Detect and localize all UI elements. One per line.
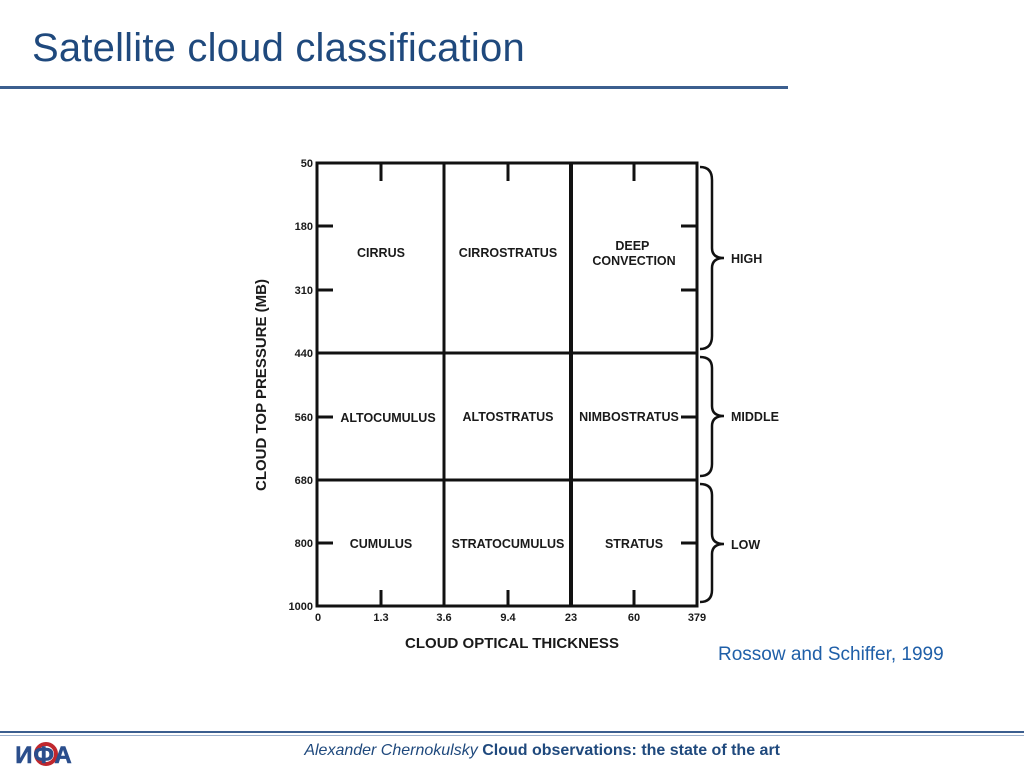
y-tick-label: 680 [295,475,313,487]
footer-rule [0,731,1024,733]
y-tick-label: 1000 [289,601,313,613]
slide-title: Satellite cloud classification [32,26,525,70]
footer-talk-title: Cloud observations: the state of the art [482,742,780,759]
y-tick-label: 560 [295,412,313,424]
brace-high [699,165,725,351]
footer-rule-thin [0,735,1024,736]
x-tick-label: 1.3 [373,612,388,624]
x-tick-label: 9.4 [500,612,516,624]
x-tick-label: 23 [565,612,577,624]
footer-author: Alexander Chernokulsky [304,742,478,759]
y-tick-label: 180 [295,221,313,233]
ifa-logo-text: ИФА [15,742,72,768]
level-middle: MIDDLE [731,410,779,424]
title-underline [0,86,788,89]
y-tick-label: 50 [301,158,313,170]
brace-low [699,482,725,604]
x-axis-ticks-top [379,163,636,181]
level-low: LOW [731,538,760,552]
y-axis-title: CLOUD TOP PRESSURE (MB) [253,279,270,491]
cell-altostratus: ALTOSTRATUS [463,410,554,424]
cell-altocumulus: ALTOCUMULUS [340,411,435,425]
cell-cirrus: CIRRUS [357,246,405,260]
y-tick-label: 440 [295,348,313,360]
cell-cirrostratus: CIRROSTRATUS [459,246,557,260]
y-tick-label: 800 [295,538,313,550]
cell-stratocumulus: STRATOCUMULUS [452,537,565,551]
x-tick-label: 60 [628,612,640,624]
citation: Rossow and Schiffer, 1999 [718,644,944,665]
x-tick-label: 379 [688,612,706,624]
ifa-logo: ИФА [2,740,86,768]
y-tick-label: 310 [295,285,313,297]
y-axis-ticks [317,224,333,545]
cell-cumulus: CUMULUS [350,537,413,551]
x-tick-label: 3.6 [436,612,451,624]
cell-nimbostratus: NIMBOSTRATUS [579,410,679,424]
x-axis-title: CLOUD OPTICAL THICKNESS [405,635,619,652]
level-high: HIGH [731,252,762,266]
cell-stratus: STRATUS [605,537,663,551]
footer-text: Alexander Chernokulsky Cloud observation… [304,742,780,760]
x-axis-ticks-bottom [379,590,636,606]
x-tick-label: 0 [315,612,321,624]
y-axis-ticks-right [681,224,697,545]
cell-deep-convection: DEEP CONVECTION [592,239,675,268]
brace-middle [699,355,725,478]
